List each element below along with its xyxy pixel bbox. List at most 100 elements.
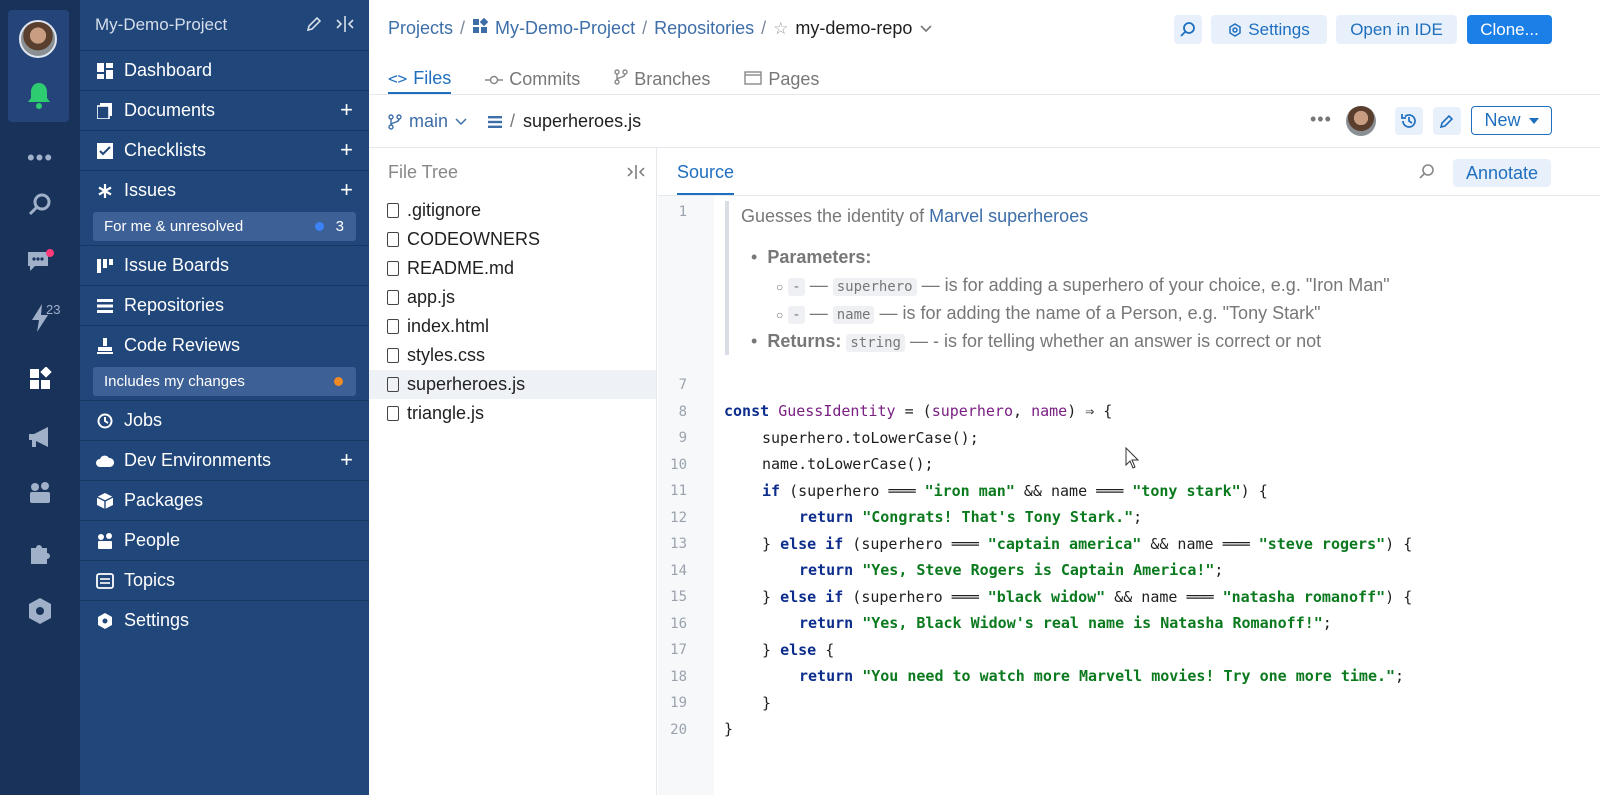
sidebar-item-packages[interactable]: Packages	[80, 480, 369, 520]
list-icon[interactable]	[488, 115, 502, 129]
apps-icon[interactable]	[20, 364, 60, 394]
sidebar-item-label: Documents	[124, 100, 216, 120]
sidebar-item-label: People	[124, 530, 181, 550]
tab-source[interactable]: Source	[677, 162, 735, 195]
sidebar-item-jobs[interactable]: Jobs	[80, 400, 369, 440]
megaphone-icon[interactable]	[20, 422, 60, 452]
param: superhero	[931, 402, 1013, 420]
bell-icon[interactable]	[26, 80, 52, 110]
pencil-icon	[1439, 114, 1454, 129]
project-name[interactable]: My-Demo-Project	[95, 15, 228, 34]
file-icon	[387, 406, 399, 421]
team-icon[interactable]	[20, 478, 60, 508]
sidebar-item-topics[interactable]: Topics	[80, 560, 369, 600]
code-icon: <>	[388, 68, 408, 88]
annotate-button[interactable]: Annotate	[1453, 159, 1551, 187]
author-avatar[interactable]	[1346, 106, 1376, 136]
string-literal: "iron man"	[924, 482, 1015, 500]
chevron-down-icon[interactable]	[919, 18, 933, 39]
sidebar-item-code-reviews[interactable]: Code Reviews	[80, 325, 369, 365]
sidebar-item-checklists[interactable]: Checklists+	[80, 130, 369, 170]
branch-name: main	[409, 111, 449, 131]
sidebar-item-issue-boards[interactable]: Issue Boards	[80, 245, 369, 285]
more-icon[interactable]: •••	[26, 145, 54, 170]
file-tree-item[interactable]: CODEOWNERS	[369, 225, 656, 254]
code-line-9: superhero.toLowerCase();	[762, 429, 979, 447]
search-icon[interactable]	[1418, 163, 1436, 186]
file-icon	[387, 377, 399, 392]
pencil-icon[interactable]	[305, 15, 323, 38]
branch-icon	[388, 113, 402, 130]
edit-button[interactable]	[1433, 107, 1461, 135]
more-actions-icon[interactable]: •••	[1310, 109, 1332, 129]
string-literal: "Yes, Steve Rogers is Captain America!"	[862, 561, 1215, 579]
board-icon	[96, 257, 114, 275]
collapse-tree-icon[interactable]	[626, 164, 646, 185]
file-tree-title: File Tree	[388, 161, 459, 182]
reviews-filter[interactable]: Includes my changes	[93, 367, 356, 396]
doc-summary-link[interactable]: Marvel superheroes	[929, 206, 1089, 226]
tab-pages[interactable]: Pages	[744, 64, 819, 94]
search-icon[interactable]	[20, 190, 60, 220]
project-header: My-Demo-Project	[80, 0, 369, 50]
add-icon[interactable]: +	[340, 97, 353, 122]
lightning-icon[interactable]	[20, 303, 60, 333]
issues-dot	[315, 222, 324, 231]
open-in-ide-button[interactable]: Open in IDE	[1336, 15, 1457, 44]
circle-bullet: ○	[776, 308, 784, 322]
file-tree-item[interactable]: styles.css	[369, 341, 656, 370]
history-button[interactable]	[1395, 107, 1423, 135]
add-icon[interactable]: +	[340, 137, 353, 162]
file-tree-item[interactable]: .gitignore	[369, 196, 656, 225]
file-tree-item[interactable]: triangle.js	[369, 399, 656, 428]
tab-commits[interactable]: Commits	[485, 64, 580, 94]
puzzle-icon[interactable]	[20, 538, 60, 568]
add-icon[interactable]: +	[340, 177, 353, 202]
file-tree-item[interactable]: README.md	[369, 254, 656, 283]
collapse-sidebar-icon[interactable]	[335, 15, 355, 38]
main-panel: Projects / My-Demo-Project / Repositorie…	[369, 0, 1600, 795]
file-name: CODEOWNERS	[407, 229, 541, 249]
sidebar-item-people[interactable]: People	[80, 520, 369, 560]
sidebar-item-dashboard[interactable]: Dashboard	[80, 50, 369, 90]
gear-icon	[96, 612, 114, 630]
branch-selector[interactable]: main	[388, 111, 467, 132]
breadcrumb-repositories[interactable]: Repositories	[654, 18, 755, 38]
file-tree-item[interactable]: index.html	[369, 312, 656, 341]
sidebar-item-documents[interactable]: Documents +	[80, 90, 369, 130]
commit-icon	[485, 69, 504, 90]
cloud-icon	[96, 452, 114, 470]
file-tree-item[interactable]: app.js	[369, 283, 656, 312]
search-button[interactable]	[1174, 15, 1202, 44]
sidebar-item-dev-environments[interactable]: Dev Environments+	[80, 440, 369, 480]
add-icon[interactable]: +	[340, 447, 353, 472]
asterisk-icon	[96, 182, 114, 200]
param-text: — is for adding the name of a Person, e.…	[879, 303, 1321, 323]
sidebar-item-issues[interactable]: Issues+	[80, 170, 369, 210]
tab-branches[interactable]: Branches	[614, 64, 710, 94]
code-line-16: return "Yes, Black Widow's real name is …	[799, 614, 1332, 632]
chat-icon[interactable]	[20, 247, 60, 277]
hexagon-gear-icon[interactable]	[20, 596, 60, 626]
file-tree-item[interactable]: superheroes.js	[369, 370, 656, 399]
string-literal: "natasha romanoff"	[1222, 588, 1386, 606]
new-button[interactable]: New	[1471, 106, 1552, 135]
star-icon[interactable]: ☆	[773, 18, 789, 38]
sidebar-item-repositories[interactable]: Repositories	[80, 285, 369, 325]
dashboard-icon	[96, 62, 114, 80]
sidebar-item-label: Jobs	[124, 410, 163, 430]
issues-count: 3	[335, 218, 344, 235]
breadcrumb-project[interactable]: My-Demo-Project	[495, 18, 636, 38]
clone-button[interactable]: Clone...	[1467, 15, 1552, 44]
history-icon	[1401, 114, 1416, 128]
breadcrumb-projects[interactable]: Projects	[388, 18, 454, 38]
string-literal: "steve rogers"	[1258, 535, 1386, 553]
user-avatar[interactable]	[19, 20, 57, 58]
sidebar-item-settings[interactable]: Settings	[80, 600, 369, 640]
doc-returns: • Returns: string — - is for telling whe…	[741, 327, 1565, 355]
tab-files[interactable]: <> Files	[388, 64, 452, 94]
breadcrumb-repo[interactable]: my-demo-repo	[795, 18, 913, 38]
settings-button[interactable]: Settings	[1211, 15, 1327, 44]
